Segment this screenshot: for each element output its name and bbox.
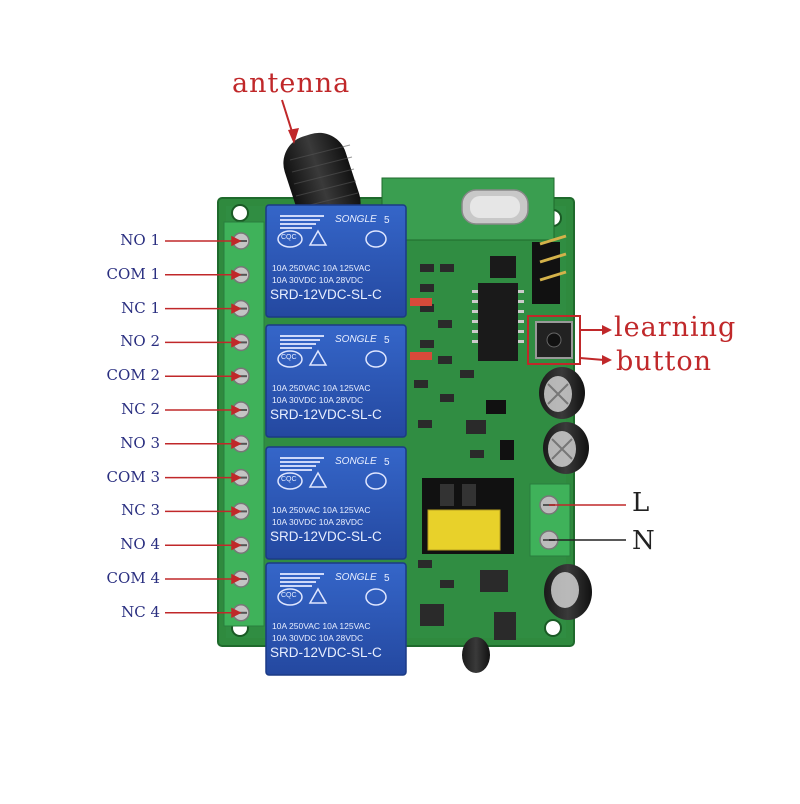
relay <box>265 324 407 438</box>
relay-brand: SONGLE <box>335 572 377 583</box>
terminal-label: NO 1 <box>120 231 160 249</box>
relay-rating-dc: 10A 30VDC 10A 28VDC <box>272 275 364 285</box>
terminal-block-left <box>223 221 265 627</box>
ic-chip <box>478 283 518 361</box>
terminal-label: COM 2 <box>106 366 160 385</box>
live-terminal-label: L <box>632 488 650 518</box>
relay-brand: SONGLE <box>335 334 377 345</box>
relay-cqc-mark: CQC <box>281 234 297 241</box>
learning-label: learning <box>614 312 737 343</box>
neutral-terminal-label: N <box>632 526 655 556</box>
relay-cert-number: 5 <box>384 573 390 584</box>
terminal-label: NC 4 <box>121 602 160 621</box>
terminal-label: NC 2 <box>121 400 160 418</box>
relay <box>265 562 407 676</box>
relay-cert-number: 5 <box>384 457 390 468</box>
relay <box>265 446 407 560</box>
relay-model: SRD-12VDC-SL-C <box>270 287 382 302</box>
relay <box>265 204 407 318</box>
relay-rating-dc: 10A 30VDC 10A 28VDC <box>272 633 364 643</box>
relay-model: SRD-12VDC-SL-C <box>270 407 382 422</box>
relay-rating-ac: 10A 250VAC 10A 125VAC <box>272 621 371 631</box>
relay-rating-ac: 10A 250VAC 10A 125VAC <box>272 263 371 273</box>
relay-rating-dc: 10A 30VDC 10A 28VDC <box>272 395 364 405</box>
terminal-label: NC 1 <box>121 298 160 317</box>
terminal-label: COM 3 <box>106 467 160 486</box>
terminal-label: COM 1 <box>106 264 160 283</box>
relay-cqc-mark: CQC <box>281 592 297 599</box>
terminal-label: COM 4 <box>106 569 160 587</box>
terminal-label: NC 3 <box>121 501 160 520</box>
relay-cqc-mark: CQC <box>281 354 297 361</box>
terminal-label: NO 2 <box>120 332 160 351</box>
relay-brand: SONGLE <box>335 214 377 225</box>
relay-rating-dc: 10A 30VDC 10A 28VDC <box>272 517 364 527</box>
button-label: button <box>616 346 713 377</box>
relay-cqc-mark: CQC <box>281 476 297 483</box>
relay-cert-number: 5 <box>384 335 390 346</box>
terminal-label: NO 4 <box>120 535 160 554</box>
relay-model: SRD-12VDC-SL-C <box>270 645 382 660</box>
relay-brand: SONGLE <box>335 456 377 467</box>
relay-cert-number: 5 <box>384 215 390 226</box>
relay-rating-ac: 10A 250VAC 10A 125VAC <box>272 383 371 393</box>
relay-rating-ac: 10A 250VAC 10A 125VAC <box>272 505 371 515</box>
terminal-label: NO 3 <box>120 433 160 452</box>
antenna-label: antenna <box>232 68 351 99</box>
relay-model: SRD-12VDC-SL-C <box>270 529 382 544</box>
